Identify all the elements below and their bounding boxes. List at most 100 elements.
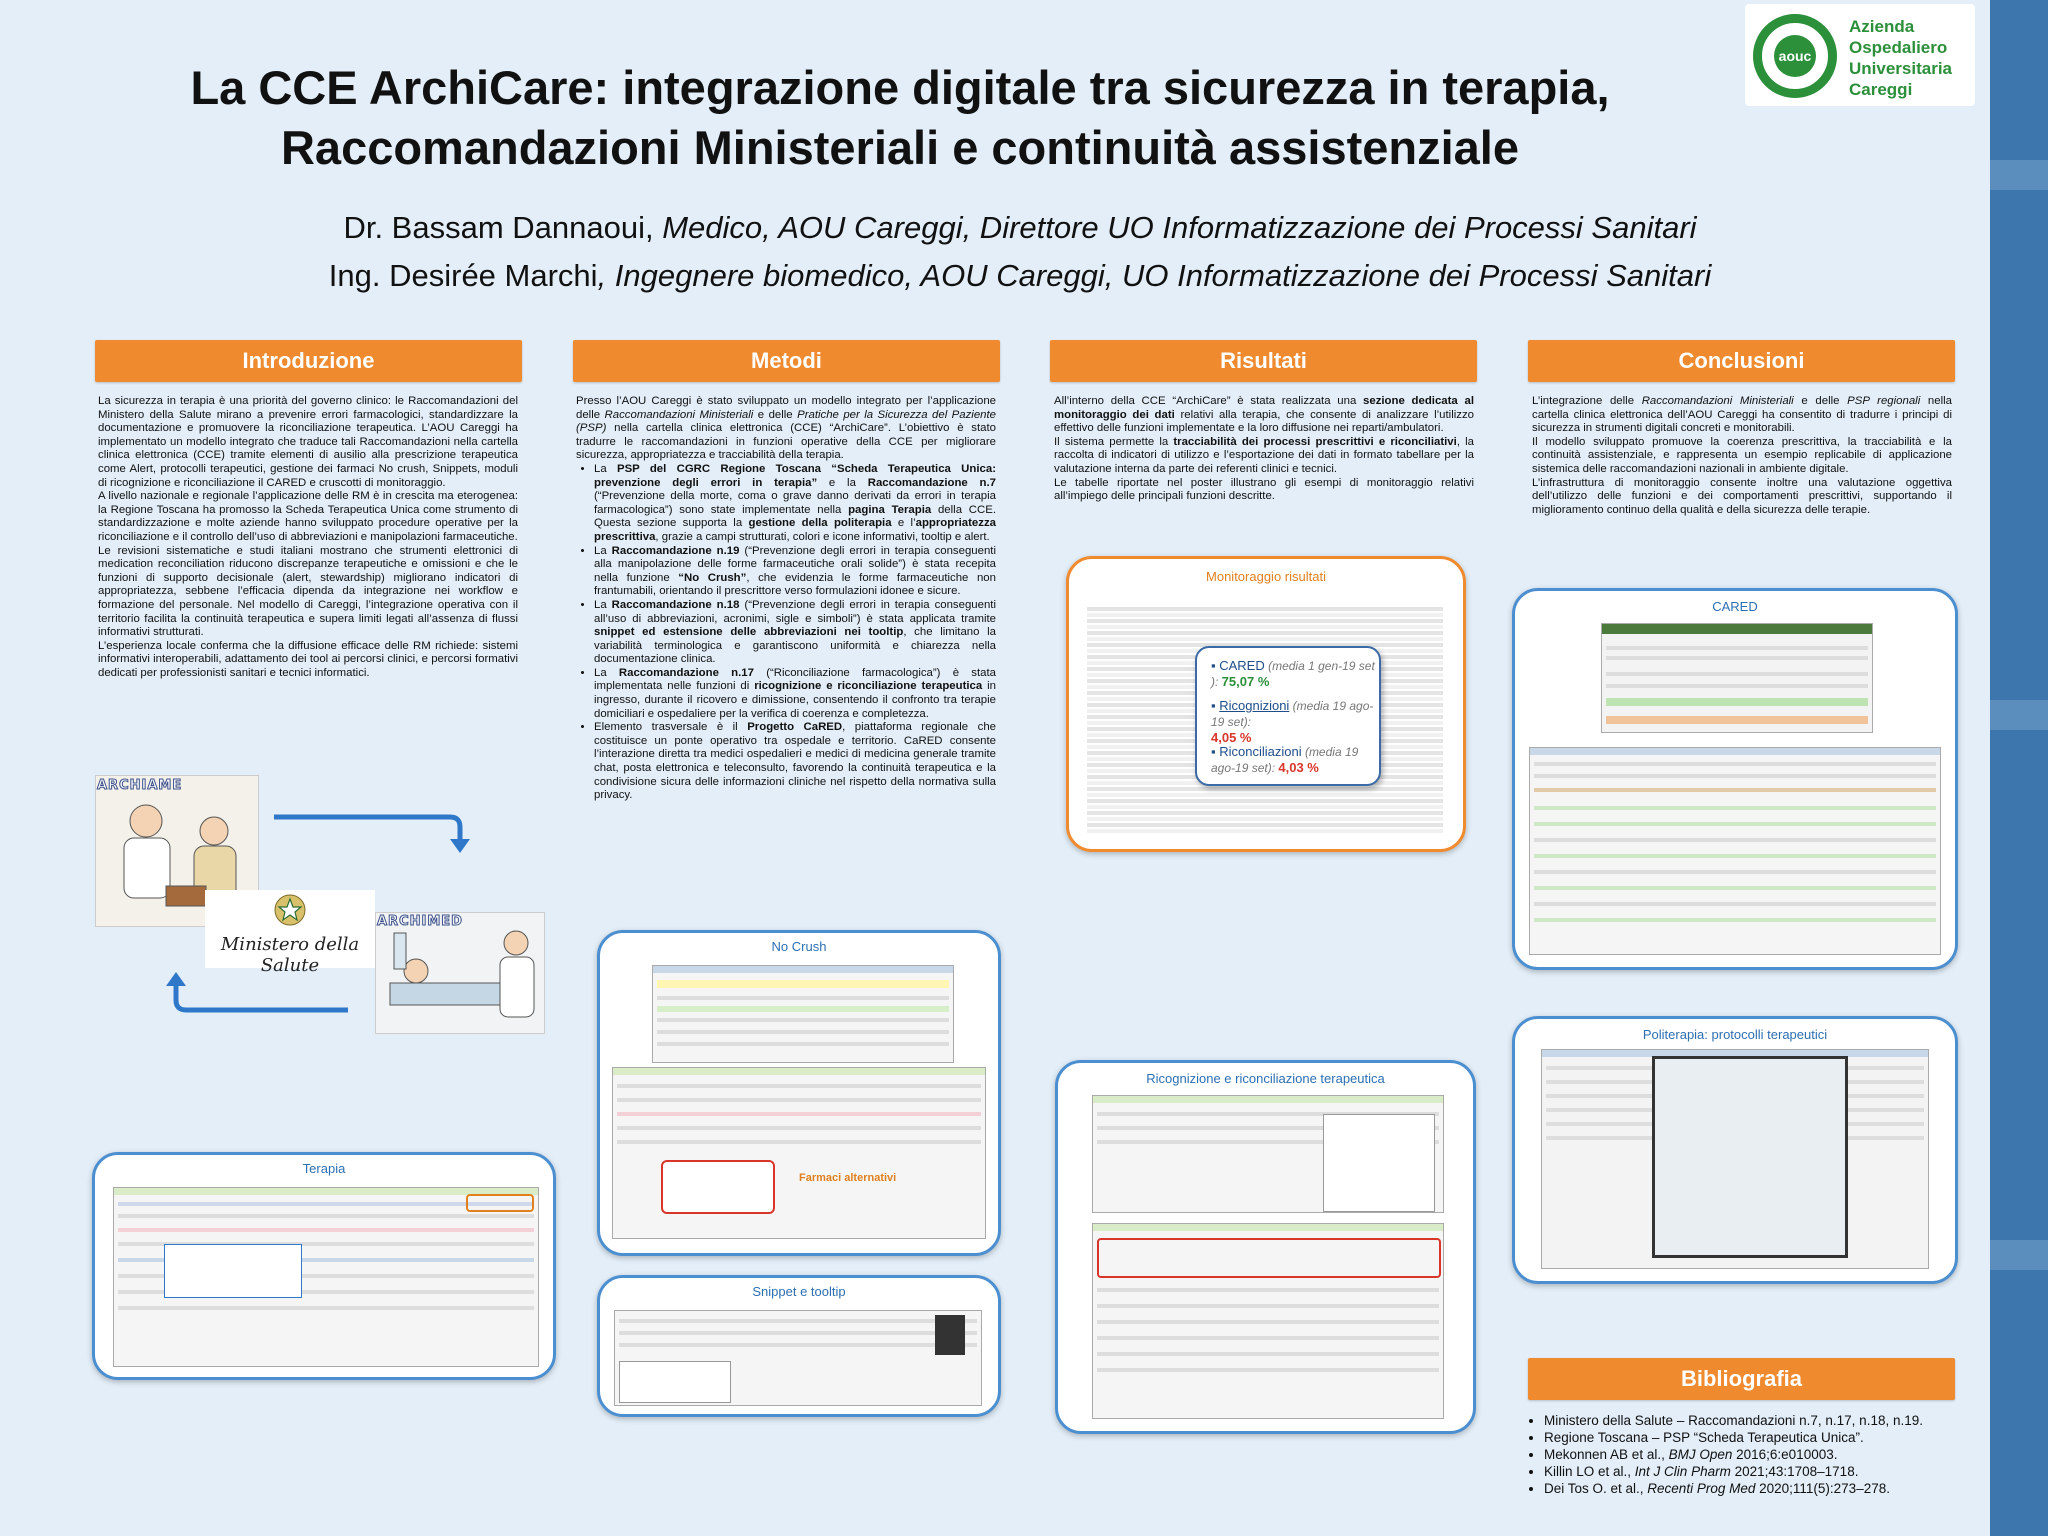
screenshot-bar — [653, 966, 953, 973]
ministero-salute-logo: Ministero della Salute — [205, 890, 375, 976]
screenshot-row — [1534, 806, 1936, 810]
no-crush-search-screenshot — [652, 965, 954, 1063]
text-run: CARED — [1219, 658, 1265, 673]
text-run: (media 19 ago-19 set): — [1211, 745, 1359, 775]
panel-ricognizione: Ricognizione e riconciliazione terapeuti… — [1055, 1060, 1476, 1434]
screenshot-row — [1534, 822, 1936, 826]
screenshot-row — [118, 1290, 534, 1294]
screenshot-row — [1606, 698, 1868, 706]
text-run: in ingresso, durante il ricovero e dimis… — [594, 680, 997, 720]
strip-band — [1990, 160, 2048, 190]
text-run: Ministero della Salute – Raccomandazioni… — [1544, 1413, 1923, 1428]
callout-cared: ▪ CARED (media 1 gen-19 set ): 75,07 % — [1211, 658, 1375, 689]
monitoraggio-callout: ▪ CARED (media 1 gen-19 set ): 75,07 % ▪… — [1195, 646, 1381, 786]
context-menu-screenshot — [1323, 1114, 1435, 1212]
panel-title: CARED — [1712, 599, 1758, 614]
introduzione-text: La sicurezza in terapia è una priorità d… — [98, 395, 518, 680]
paragraph: L’infrastruttura di monitoraggio consent… — [1532, 476, 1952, 516]
text-run: ricognizione e riconciliazione terapeuti… — [754, 680, 983, 693]
table-row — [1087, 613, 1443, 617]
text-run: Ricognizioni — [1219, 698, 1290, 713]
right-edge-strip — [1990, 0, 2048, 1536]
text-run: relativi alla terapia, che consente di a… — [1054, 408, 1474, 435]
ministero-label: Ministero della Salute — [220, 934, 360, 976]
text-run: Int J Clin Pharm — [1634, 1464, 1731, 1479]
screenshot-row — [1097, 1304, 1439, 1308]
section-header-conclusioni: Conclusioni — [1528, 340, 1955, 382]
section-header-introduzione: Introduzione — [95, 340, 522, 382]
italian-emblem-icon — [274, 894, 306, 926]
text-run: e la — [817, 476, 868, 489]
text-run: Raccomandazione n.17 — [618, 666, 754, 679]
text-run: Recenti Prog Med — [1647, 1481, 1756, 1496]
text-run: La — [594, 544, 612, 557]
text-run: 2021;43:1708–1718. — [1730, 1464, 1859, 1479]
panel-title: Snippet e tooltip — [752, 1284, 846, 1299]
text-run: (“Prevenzione della morte, coma o grave … — [594, 490, 996, 516]
dimissione-screenshot — [1092, 1223, 1444, 1419]
terapia-screenshot — [113, 1187, 539, 1367]
screenshot-row — [118, 1242, 534, 1246]
author-role: , Ingegnere biomedico, AOU Careggi, UO I… — [597, 258, 1712, 293]
text-run: Il sistema permette la — [1054, 435, 1174, 448]
logo-emblem: aouc — [1753, 14, 1837, 98]
screenshot-row — [1097, 1112, 1439, 1116]
politerapia-screenshot — [1541, 1049, 1929, 1269]
table-row — [1087, 817, 1443, 821]
screenshot-row — [1606, 684, 1868, 688]
screenshot-row — [118, 1258, 534, 1262]
metodi-intro: Presso l’AOU Careggi è stato sviluppato … — [576, 395, 996, 463]
panel-title: Monitoraggio risultati — [1206, 569, 1326, 584]
text-run: nella cartella clinica elettronica dell’… — [1532, 395, 1952, 435]
author-role: Medico, AOU Careggi, Direttore UO Inform… — [653, 210, 1697, 245]
snippet-popup — [619, 1361, 731, 1403]
screenshot-row — [1606, 656, 1868, 660]
screenshot-bar — [1602, 624, 1872, 634]
text-run: Mekonnen AB et al., — [1544, 1447, 1669, 1462]
screenshot-bar — [1093, 1096, 1443, 1103]
text-run: La — [594, 666, 619, 679]
text-run: La — [594, 598, 612, 611]
text-run: , che limitano la variabilità terminolog… — [594, 626, 996, 666]
list-item: Elemento trasversale è il Progetto CaRED… — [594, 721, 996, 803]
risultati-text: All’interno della CCE “ArchiCare” è stat… — [1054, 395, 1474, 504]
table-row — [1087, 829, 1443, 833]
screenshot-row — [1097, 1368, 1439, 1372]
text-run: L’integrazione delle — [1532, 395, 1642, 407]
paragraph: L’esperienza locale conferma che la diff… — [98, 639, 518, 679]
table-row — [1087, 625, 1443, 629]
text-run: , la raccolta di indicatori di utilizzo … — [1054, 435, 1474, 475]
screenshot-row — [118, 1306, 534, 1310]
panel-cared: CARED — [1512, 588, 1958, 970]
archiame-label: ARCHIAME — [96, 778, 183, 794]
logo-text-line: Universitaria — [1849, 59, 1952, 78]
text-run: , che evidenzia le forme farmaceutiche n… — [594, 571, 996, 598]
conclusioni-text: L’integrazione delle Raccomandazioni Min… — [1532, 395, 1952, 517]
callout-riconciliazioni: ▪ Riconciliazioni (media 19 ago-19 set):… — [1211, 744, 1359, 775]
list-item: Dei Tos O. et al., Recenti Prog Med 2020… — [1544, 1480, 1948, 1497]
logo-text-line: Ospedaliero — [1849, 38, 1948, 57]
text-run: PSP del CGRC Regione Toscana “Scheda Ter… — [594, 462, 996, 489]
text-run: Raccomandazione n.19 — [611, 544, 740, 557]
text-run: Raccomandazioni Ministeriali — [1641, 395, 1794, 407]
screenshot-row — [1606, 672, 1868, 676]
screenshot-row — [1534, 870, 1936, 874]
text-run: e l’ — [891, 517, 916, 530]
screenshot-row — [1534, 788, 1936, 792]
text-run: Riconciliazioni — [1219, 744, 1302, 759]
screenshot-row — [1097, 1336, 1439, 1340]
screenshot-row — [617, 1140, 981, 1144]
text-run: (“Prevenzione degli errori in terapia co… — [594, 544, 996, 584]
table-row — [1087, 787, 1443, 791]
highlight-box — [1097, 1238, 1441, 1278]
screenshot-bar — [1093, 1224, 1443, 1231]
logo-text-line: Careggi — [1849, 80, 1913, 99]
screenshot-row — [118, 1274, 534, 1278]
author-line-1: Dr. Bassam Dannaoui, Medico, AOU Careggi… — [120, 210, 1920, 246]
text-run: , grazie a campi strutturati, colori e i… — [655, 530, 990, 543]
text-run: e delle — [753, 408, 798, 421]
screenshot-row — [1097, 1288, 1439, 1292]
paragraph: Il sistema permette la tracciabilità dei… — [1054, 436, 1474, 477]
table-row — [1087, 799, 1443, 803]
screenshot-row — [657, 1030, 949, 1034]
